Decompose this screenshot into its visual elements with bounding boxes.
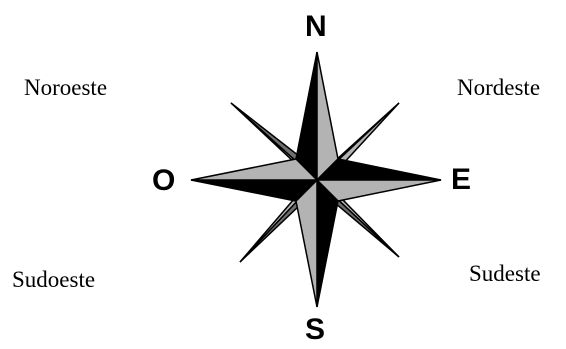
point-south-right — [317, 180, 338, 307]
label-east: E — [451, 165, 471, 195]
point-west-bottom — [191, 180, 317, 201]
label-northeast: Nordeste — [457, 76, 540, 99]
label-north: N — [305, 12, 327, 42]
point-south-left — [296, 180, 317, 307]
label-southwest: Sudoeste — [12, 268, 95, 291]
label-west: O — [152, 166, 175, 196]
point-east-top — [317, 159, 441, 180]
label-south: S — [305, 315, 325, 345]
point-north-right — [317, 52, 338, 180]
cardinal-points — [191, 52, 441, 307]
point-west-top — [191, 159, 317, 180]
label-northwest: Noroeste — [24, 76, 107, 99]
label-southeast: Sudeste — [469, 262, 541, 285]
point-north-left — [296, 52, 317, 180]
